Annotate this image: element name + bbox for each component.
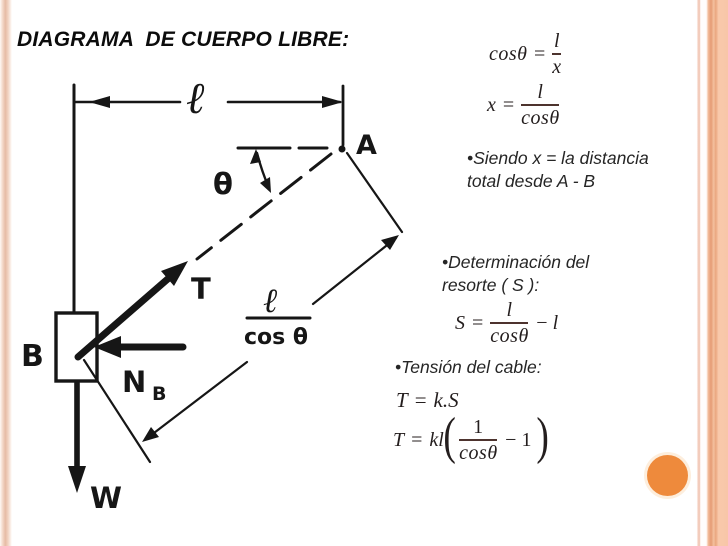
page-title: DIAGRAMA DE CUERPO LIBRE: bbox=[17, 28, 350, 51]
point-a-dot bbox=[338, 145, 346, 153]
weight-arrow bbox=[68, 380, 86, 493]
note-resorte: •Determinación del resorte ( S ): bbox=[442, 251, 589, 297]
label-weight: W bbox=[90, 481, 122, 515]
label-normal-sub: B bbox=[152, 383, 166, 405]
top-dimension-line bbox=[74, 84, 345, 147]
label-tension: T bbox=[191, 272, 211, 306]
note-line: total desde A - B bbox=[467, 171, 596, 192]
note-line: •Determinación del bbox=[442, 252, 590, 272]
hypotenuse-dimension-line bbox=[82, 151, 404, 464]
label-hyp-denominator: cos θ bbox=[244, 325, 308, 350]
label-normal: N bbox=[122, 365, 146, 399]
decorative-circle bbox=[647, 455, 688, 496]
note-line: •Siendo x = la distancia bbox=[467, 148, 649, 168]
note-tension-cable: •Tensión del cable: bbox=[395, 356, 542, 379]
formula-text: cos bbox=[489, 43, 518, 65]
hypotenuse-dashed bbox=[195, 152, 333, 261]
note-line: resorte ( S ): bbox=[442, 275, 540, 296]
label-angle: θ bbox=[213, 167, 233, 201]
formula-tension-simple: T = k.S bbox=[396, 388, 459, 412]
label-top-length: ℓ bbox=[186, 73, 205, 124]
left-border-accent bbox=[0, 0, 12, 546]
right-border-accent bbox=[694, 0, 728, 546]
open-paren: ( bbox=[443, 408, 456, 466]
tension-arrow bbox=[74, 261, 188, 361]
note-line: •Tensión del cable: bbox=[395, 357, 542, 377]
close-paren: ) bbox=[536, 408, 550, 466]
label-hyp-numerator: ℓ bbox=[263, 281, 277, 321]
normal-arrow bbox=[94, 336, 187, 358]
note-siendo: •Siendo x = la distancia total desde A -… bbox=[467, 147, 649, 193]
label-point-a: A bbox=[356, 130, 377, 161]
label-point-b: B bbox=[21, 339, 44, 374]
angle-arc bbox=[250, 149, 271, 193]
